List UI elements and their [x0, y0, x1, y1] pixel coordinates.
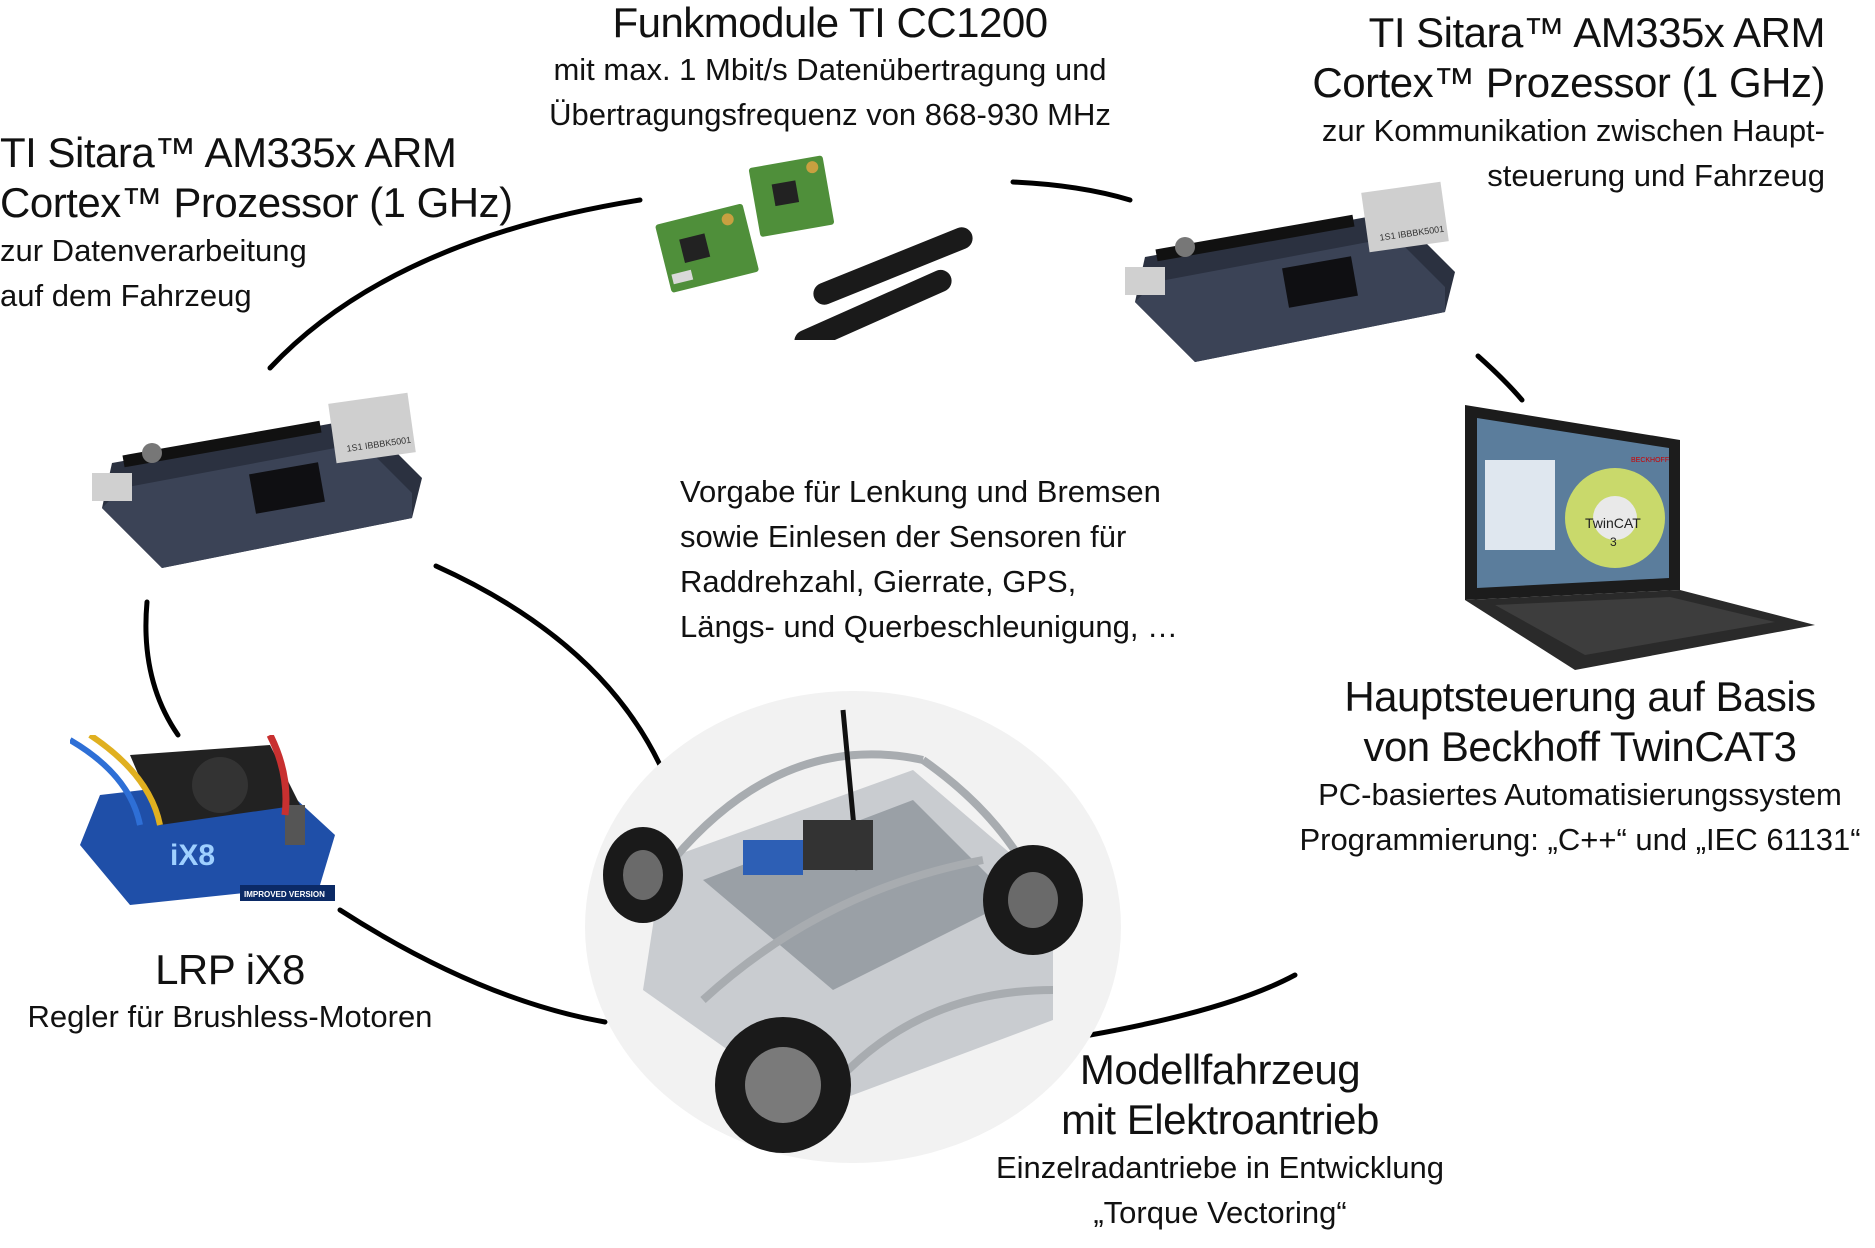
- sitara-right-line-2: steuerung und Fahrzeug: [1487, 157, 1825, 193]
- arc-car-to-laptop: [1087, 972, 1298, 1038]
- arc-left-board-to-esc: [143, 599, 181, 738]
- arc-radio-to-right-board: [1010, 179, 1133, 203]
- center-line-2: sowie Einlesen der Sensoren für: [680, 518, 1127, 554]
- arc-right-board-to-laptop: [1475, 353, 1525, 403]
- radio-module-title: Funkmodule TI CC1200: [612, 0, 1048, 46]
- beaglebone-board-right: 1S1 IBBBK5001: [1125, 181, 1455, 362]
- sitara-right-block: TI Sitara™ AM335x ARM Cortex™ Prozessor …: [1265, 8, 1825, 199]
- antenna-2: [794, 269, 952, 340]
- sitara-left-block: TI Sitara™ AM335x ARM Cortex™ Prozessor …: [0, 128, 520, 319]
- screen-corner: BECKHOFF: [1631, 457, 1669, 464]
- esc-logo: iX8: [170, 839, 215, 872]
- sitara-right-title-2: Cortex™ Prozessor (1 GHz): [1312, 59, 1825, 107]
- vehicle-title-1: Modellfahrzeug: [1079, 1046, 1361, 1093]
- vehicle-block: Modellfahrzeug mit Elektroantrieb Einzel…: [960, 1045, 1480, 1236]
- vehicle-picture: [585, 691, 1121, 1163]
- main-control-block: Hauptsteuerung auf Basis von Beckhoff Tw…: [1290, 672, 1870, 863]
- main-control-title-2: von Beckhoff TwinCAT3: [1363, 723, 1797, 771]
- laptop-picture: TwinCAT 3 BECKHOFF: [1465, 405, 1815, 670]
- screen-version: 3: [1610, 535, 1617, 549]
- radio-module-line-1: mit max. 1 Mbit/s Datenübertragung und: [553, 52, 1107, 88]
- lrp-block: LRP iX8 Regler für Brushless-Motoren: [10, 945, 450, 1040]
- main-control-title-1: Hauptsteuerung auf Basis: [1344, 673, 1816, 720]
- vehicle-line-2: „Torque Vectoring“: [1093, 1194, 1347, 1230]
- lrp-line-1: Regler für Brushless-Motoren: [27, 999, 433, 1035]
- sitara-left-line-1: zur Datenverarbeitung: [0, 232, 307, 268]
- center-line-4: Längs- und Querbeschleunigung, …: [680, 608, 1179, 644]
- sitara-left-title-1: TI Sitara™ AM335x ARM: [0, 129, 457, 176]
- esc-controller-picture: iX8 IMPROVED VERSION: [70, 735, 335, 905]
- main-control-line-1: PC-basiertes Automatisierungssystem: [1318, 776, 1842, 812]
- center-description-block: Vorgabe für Lenkung und Bremsen sowie Ei…: [680, 470, 1240, 650]
- sitara-left-title-2: Cortex™ Prozessor (1 GHz): [0, 179, 513, 227]
- radio-module-block: Funkmodule TI CC1200 mit max. 1 Mbit/s D…: [520, 0, 1140, 138]
- radio-module-picture: [655, 155, 973, 340]
- arc-left-board-to-radio: [267, 197, 643, 371]
- lrp-title: LRP iX8: [155, 946, 305, 993]
- radio-module-line-2: Übertragungsfrequenz von 868-930 MHz: [549, 97, 1111, 133]
- beaglebone-board-left: 1S1 IBBBK5001: [92, 392, 422, 568]
- arc-left-board-to-car: [433, 563, 663, 768]
- arc-esc-to-car: [337, 907, 608, 1025]
- center-line-1: Vorgabe für Lenkung und Bremsen: [680, 474, 1161, 509]
- vehicle-title-2: mit Elektroantrieb: [1061, 1096, 1379, 1144]
- screen-brand: TwinCAT: [1585, 515, 1641, 531]
- center-line-3: Raddrehzahl, Gierrate, GPS,: [680, 563, 1077, 599]
- sitara-right-line-1: zur Kommunikation zwischen Haupt-: [1321, 112, 1825, 148]
- esc-badge: IMPROVED VERSION: [244, 890, 325, 899]
- main-control-line-2: Programmierung: „C++“ und „IEC 61131“: [1299, 821, 1861, 857]
- antenna-1: [813, 227, 973, 305]
- vehicle-line-1: Einzelradantriebe in Entwicklung: [995, 1149, 1445, 1185]
- sitara-left-line-2: auf dem Fahrzeug: [0, 277, 252, 313]
- sitara-right-title-1: TI Sitara™ AM335x ARM: [1368, 9, 1826, 56]
